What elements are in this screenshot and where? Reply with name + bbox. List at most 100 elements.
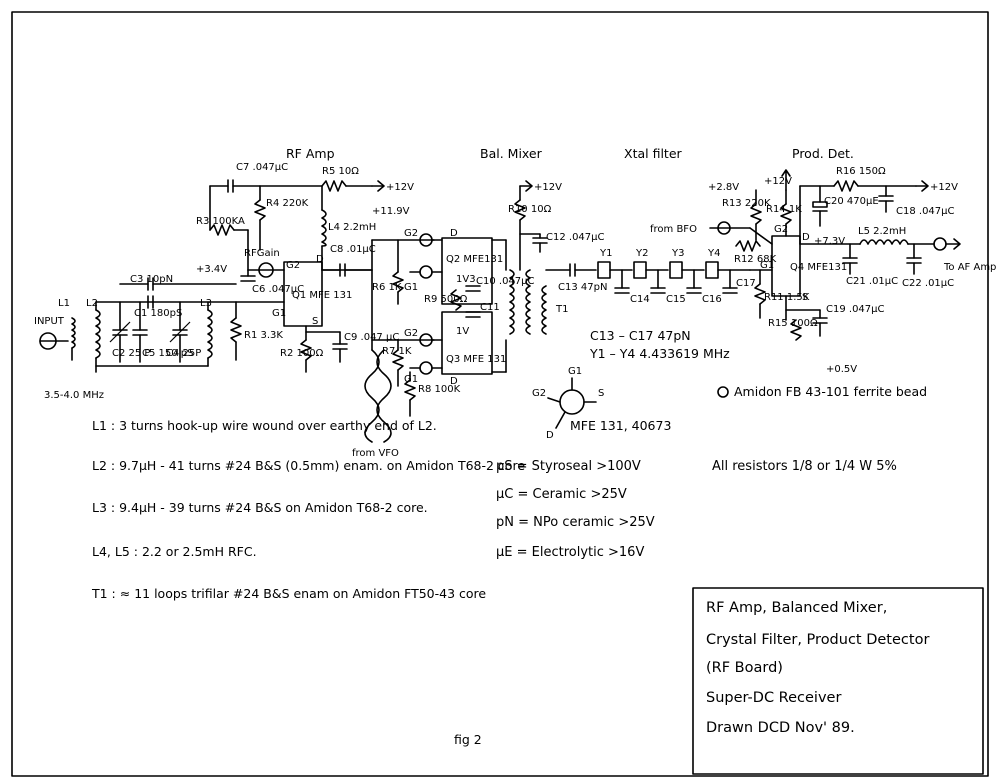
label-d: D (316, 254, 324, 265)
label-c5: C5 150 pS (142, 348, 193, 359)
r6-resistor-icon (392, 271, 404, 293)
title-line-3: (RF Board) (706, 660, 783, 676)
rail-label: +3.4V (196, 264, 227, 275)
vfo-twisted-pair-icon (376, 349, 392, 443)
label-c22: C22 .01µC (902, 278, 954, 289)
r10-resistor-icon (514, 199, 526, 221)
rail-label: +12V (534, 182, 562, 193)
label-r12: R12 68K (734, 254, 777, 265)
label-c7: C7 .047µC (236, 162, 288, 173)
ferrite-bead-icon (419, 265, 433, 279)
c20-electrolytic-icon (812, 201, 828, 208)
r7-resistor-icon (392, 349, 404, 371)
ferrite-bead-icon (419, 361, 433, 375)
y4-crystal-icon (705, 261, 719, 279)
label-v1: 1V3 (456, 274, 476, 285)
rail-label: +2.8V (708, 182, 739, 193)
label-l1: L1 (58, 298, 70, 309)
r1-resistor-icon (230, 317, 242, 343)
label-d: D (450, 228, 458, 239)
r13-resistor-icon (750, 203, 762, 225)
note-t1: T1 : ≈ 11 loops trifilar #24 B&S enam on… (91, 586, 486, 601)
title-block-frame (692, 587, 984, 775)
r4-resistor-icon (254, 199, 266, 221)
label-to-af: To AF Amp (943, 262, 996, 273)
label-d: D (450, 376, 458, 387)
label-band: 3.5-4.0 MHz (44, 390, 104, 401)
heading-bal-mixer: Bal. Mixer (480, 146, 543, 161)
label-r10: R10 10Ω (508, 204, 552, 215)
output-arrow-icon (945, 238, 961, 250)
label-r5: R5 10Ω (322, 166, 359, 177)
label-c3: C3 10pN (130, 274, 173, 285)
xtal-filter-stage (545, 261, 751, 294)
title-line-1: RF Amp, Balanced Mixer, (706, 600, 887, 616)
l1-coil-icon (71, 317, 76, 349)
rail-label: +12V (764, 176, 792, 187)
q2-mosfet-icon (441, 237, 493, 305)
label-t1: T1 (555, 304, 568, 315)
t1-tertiary-icon (541, 285, 547, 335)
legend-ue: µE = Electrolytic >16V (496, 545, 644, 560)
label-q2: Q2 MFE131 (446, 254, 503, 265)
supply-arrow-icon (915, 180, 929, 192)
title-line-2: Crystal Filter, Product Detector (706, 632, 929, 648)
r11-resistor-icon (754, 283, 766, 305)
label-c1: C1 180pS (134, 308, 182, 319)
label-ferrite: Amidon FB 43-101 ferrite bead (734, 384, 927, 399)
rail-label: +0.5V (826, 364, 857, 375)
af-out-connector-icon (933, 237, 947, 251)
label-l4: L4 2.2mH (328, 222, 376, 233)
label-g2: G2 (286, 260, 300, 271)
rf-amp-stage (39, 179, 385, 373)
label-r3: R3 100KA (196, 216, 245, 227)
label-c16: C16 (702, 294, 722, 305)
y2-crystal-icon (633, 261, 647, 279)
label-g1: G1 (272, 308, 286, 319)
r5-resistor-icon (321, 180, 347, 192)
label-c12: C12 .047µC (546, 232, 605, 243)
label-c19: C19 .047µC (826, 304, 885, 315)
sheet-border (11, 11, 989, 777)
label-r2: R2 100Ω (280, 348, 324, 359)
label-r6: R6 1K (372, 282, 402, 293)
legend-ps: pS = Styroseal >100V (496, 459, 641, 474)
title-line-4: Super-DC Receiver (706, 690, 841, 706)
r8-resistor-icon (404, 379, 416, 401)
svg-text:G1: G1 (568, 366, 582, 377)
mosfet-pinout: G1 S G2 D (532, 366, 604, 441)
label-r8: R8 100K (418, 384, 461, 395)
label-c20: C20 470µE (824, 196, 879, 207)
rail-label: +12V (386, 182, 414, 193)
figure-caption: fig 2 (454, 732, 482, 747)
label-c4: C4 25P (166, 348, 201, 359)
label-r7: R7 1K (382, 346, 412, 357)
label-from-vfo: from VFO (352, 448, 399, 459)
label-g2: G2 (774, 224, 788, 235)
label-r15: R15 100Ω (768, 318, 818, 329)
label-c14: C14 (630, 294, 650, 305)
svg-text:S: S (598, 388, 604, 399)
label-d: D (802, 232, 810, 243)
t1-secondary-icon (525, 269, 531, 335)
label-input: INPUT (34, 316, 65, 327)
label-rfgain: RFGain (244, 248, 280, 259)
r2-resistor-icon (300, 339, 312, 361)
label-y2: Y2 (635, 248, 648, 259)
heading-rf-amp: RF Amp (286, 146, 335, 161)
title-line-5: Drawn DCD Nov' 89. (706, 720, 855, 736)
l4-choke-icon (321, 209, 327, 247)
r15-resistor-icon (790, 319, 802, 341)
label-v2: 1V (456, 326, 469, 337)
label-c15: C15 (666, 294, 686, 305)
r9-pot-icon (450, 289, 462, 311)
label-q1: Q1 MFE 131 (292, 290, 352, 301)
note-l4-l5: L4, L5 : 2.2 or 2.5mH RFC. (92, 544, 257, 559)
r3-pot-icon (209, 224, 235, 236)
label-c8: C8 .01µC (330, 244, 376, 255)
product-detector-stage (709, 169, 961, 341)
supply-arrow-icon (371, 180, 385, 192)
label-r11: R11 1.5K (764, 292, 810, 303)
label-from-bfo: from BFO (650, 224, 697, 235)
